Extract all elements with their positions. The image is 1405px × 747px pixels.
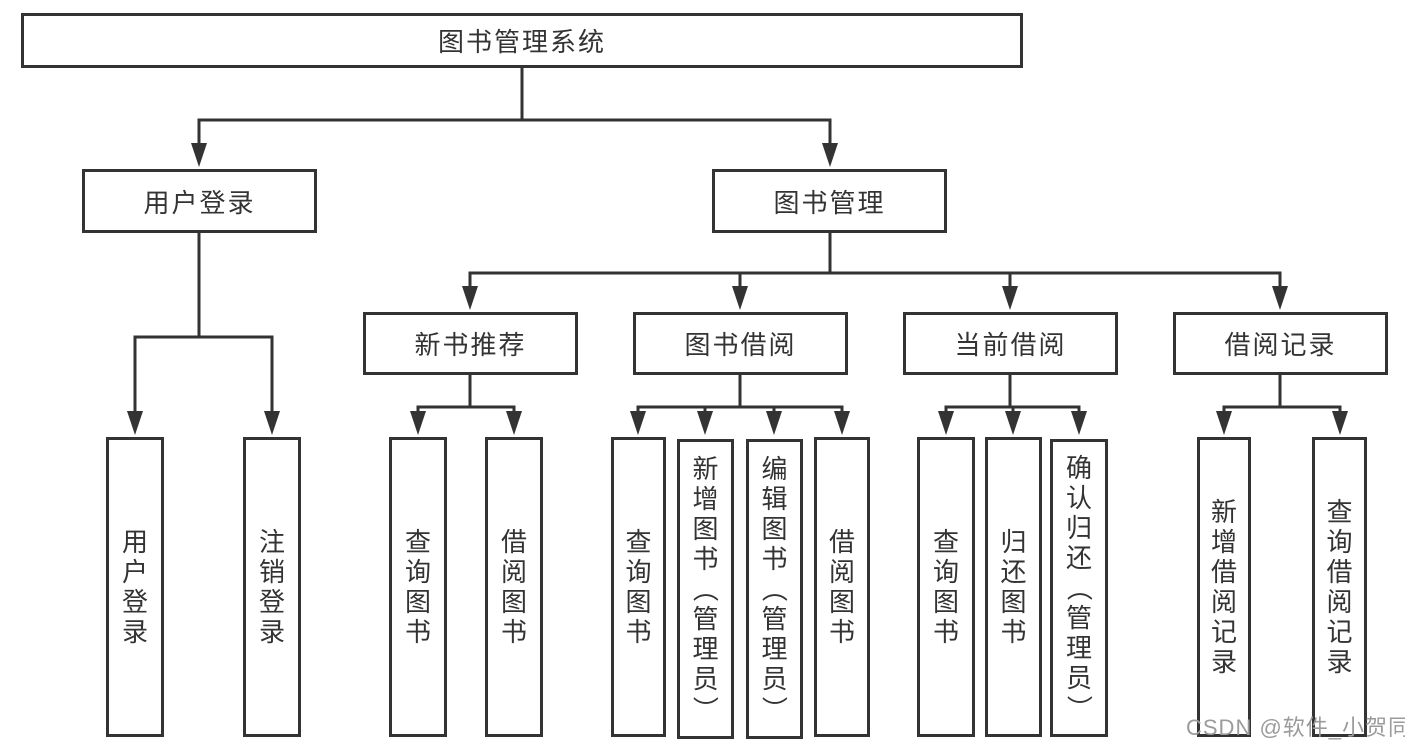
leaf-return-books: 归还图书	[985, 437, 1042, 737]
node-borrow-records-label: 借阅记录	[1224, 330, 1337, 360]
node-current-borrowing: 当前借阅	[903, 312, 1118, 375]
node-new-book-recommend-label: 新书推荐	[414, 330, 527, 360]
node-new-book-recommend: 新书推荐	[363, 312, 578, 375]
leaf-query-books-1-label: 查询图书	[404, 527, 431, 647]
leaf-borrow-books-2: 借阅图书	[814, 437, 870, 737]
leaf-borrow-books-1: 借阅图书	[485, 437, 543, 737]
leaf-confirm-return-admin: 确认归还（管理员）	[1050, 439, 1108, 737]
leaf-add-books-admin-label: 新增图书（管理员）	[690, 454, 721, 723]
watermark: CSDN @软件_小贺同学	[1186, 715, 1405, 740]
leaf-borrow-books-1-label: 借阅图书	[500, 527, 527, 647]
leaf-logout: 注销登录	[243, 437, 301, 737]
leaf-query-books-1: 查询图书	[389, 437, 447, 737]
node-user-login-branch-label: 用户登录	[143, 187, 256, 218]
node-book-management: 图书管理	[712, 169, 947, 233]
node-user-login-branch: 用户登录	[82, 169, 317, 233]
node-book-borrowing: 图书借阅	[633, 312, 848, 375]
leaf-add-borrow-record-label: 新增借阅记录	[1210, 497, 1237, 677]
leaf-logout-label: 注销登录	[258, 527, 285, 647]
node-current-borrowing-label: 当前借阅	[954, 330, 1067, 360]
leaf-add-borrow-record: 新增借阅记录	[1197, 437, 1251, 737]
node-book-borrowing-label: 图书借阅	[684, 330, 797, 360]
leaf-edit-books-admin-label: 编辑图书（管理员）	[759, 454, 790, 723]
leaf-query-books-3-label: 查询图书	[932, 527, 959, 647]
leaf-return-books-label: 归还图书	[1000, 527, 1027, 647]
node-library-system-label: 图书管理系统	[437, 27, 606, 57]
leaf-query-books-3: 查询图书	[917, 437, 975, 737]
arrowheads	[127, 143, 1348, 435]
leaf-query-books-2-label: 查询图书	[625, 527, 652, 647]
node-book-management-label: 图书管理	[773, 187, 886, 218]
leaf-add-books-admin: 新增图书（管理员）	[677, 439, 734, 739]
leaf-borrow-books-2-label: 借阅图书	[828, 527, 855, 647]
node-borrow-records: 借阅记录	[1173, 312, 1388, 375]
leaf-user-login: 用户登录	[106, 437, 164, 737]
leaf-query-books-2: 查询图书	[611, 437, 666, 737]
leaf-edit-books-admin: 编辑图书（管理员）	[746, 439, 803, 739]
leaf-confirm-return-admin-label: 确认归还（管理员）	[1063, 453, 1094, 722]
leaf-query-borrow-record: 查询借阅记录	[1312, 437, 1367, 737]
leaf-user-login-label: 用户登录	[121, 527, 148, 647]
node-library-system: 图书管理系统	[21, 13, 1023, 68]
leaf-query-borrow-record-label: 查询借阅记录	[1326, 497, 1353, 677]
